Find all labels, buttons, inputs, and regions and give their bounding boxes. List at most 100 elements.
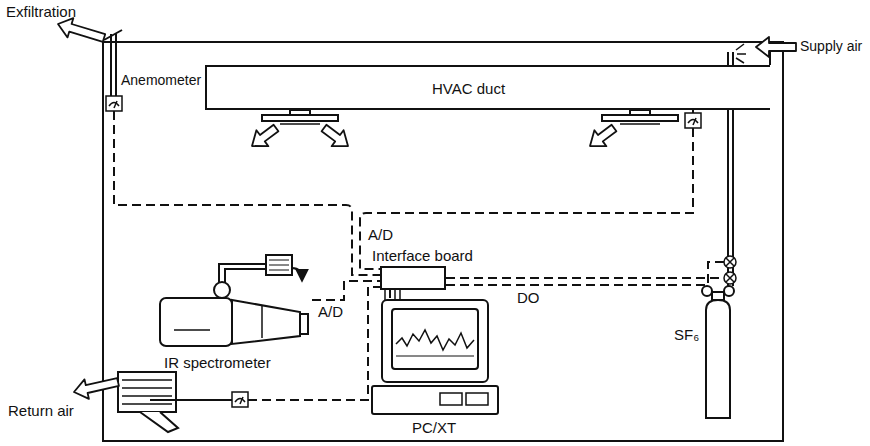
- ir-spectrometer: [214, 282, 230, 298]
- pc-computer: [372, 386, 498, 414]
- return-grille: [122, 395, 172, 397]
- diffuser: [620, 123, 660, 125]
- gas-cylinder: [724, 286, 734, 296]
- signal-label: A/D: [368, 226, 393, 243]
- airflow-arrow: [58, 18, 796, 399]
- anemometer-gauge: [109, 103, 119, 107]
- pc-computer: [382, 300, 488, 382]
- diffuser: [280, 123, 320, 125]
- ir-spectrometer: [261, 306, 263, 338]
- anemometer-probe: [104, 30, 122, 40]
- pc-computer: [396, 356, 474, 357]
- airflow-arrow: [58, 18, 105, 42]
- ir-spectrometer: [160, 298, 232, 346]
- board-box: [380, 266, 446, 290]
- signal-wire: [312, 281, 380, 300]
- anemometer-gauge: [232, 392, 248, 407]
- control-wire: [446, 284, 668, 286]
- flow-label: Exfiltration: [6, 3, 76, 20]
- airflow-arrow: [322, 125, 348, 146]
- return-grille: [122, 403, 172, 405]
- ribbon-cable: [385, 290, 400, 300]
- solenoid-valve: [724, 272, 736, 284]
- anemometer-gauge: [240, 397, 243, 404]
- diffuser: [262, 115, 338, 121]
- ribbon-cable: [399, 290, 401, 300]
- ir-spectrometer-unit: IR spectrometer: [150, 250, 312, 374]
- ribbon-cable: [394, 290, 396, 300]
- ir-spectrometer: [160, 255, 308, 346]
- injection-pipe: [736, 44, 746, 63]
- signal-wire: [248, 287, 380, 400]
- return-grille: [122, 387, 172, 389]
- interface-board: Interface board: [372, 247, 484, 292]
- signal-wire: [360, 128, 693, 269]
- return-grille: [118, 372, 176, 412]
- anemometer-gauge: [685, 113, 701, 128]
- airflow-arrow: [74, 378, 119, 399]
- ir-spectrometer: [300, 314, 308, 334]
- anemometer-gauge: [688, 120, 698, 124]
- anemometer-gauge: [114, 101, 117, 108]
- pc-computer: [372, 300, 498, 414]
- return-grille: [118, 372, 178, 432]
- solenoid-valve: [726, 258, 734, 266]
- airflow-arrow: [590, 125, 616, 146]
- anemometer-gauge: [693, 118, 696, 125]
- diffuser: [262, 110, 678, 124]
- gas-cylinder: [712, 292, 724, 300]
- ir-spectrometer: [219, 264, 266, 282]
- pc-computer: [392, 309, 478, 369]
- solenoid-valve: [726, 274, 734, 282]
- pc-computer: [466, 393, 488, 405]
- pc-computer: [396, 330, 474, 350]
- flow-label: Supply air: [800, 38, 862, 55]
- pc-computer: [440, 393, 462, 405]
- sf6-cylinder-unit: SF₆: [668, 248, 740, 423]
- anemometer-gauge: [106, 96, 122, 111]
- flow-label: Return air: [8, 402, 74, 419]
- hvac-duct: HVAC duct: [205, 65, 770, 110]
- solenoid-valve: [724, 256, 736, 268]
- ir-spectrometer: [269, 265, 289, 266]
- airflow-arrow: [756, 37, 796, 57]
- ir-spectrometer: [266, 255, 292, 275]
- ribbon-cable: [384, 290, 386, 300]
- anemometer-probe: [115, 34, 117, 96]
- ir-spectrometer: [174, 329, 210, 331]
- solenoid-valve: [724, 256, 736, 284]
- signal-label: A/D: [316, 303, 345, 320]
- node-label: HVAC duct: [432, 80, 505, 97]
- signal-wire: [668, 277, 724, 279]
- signal-wire: [114, 111, 693, 400]
- signal-wire: [114, 111, 380, 275]
- gas-cylinder: [702, 286, 712, 296]
- ir-spectrometer: [269, 270, 289, 271]
- anemometer-gauge: [232, 392, 248, 407]
- instrument-label: Anemometer: [121, 72, 201, 89]
- anemometer-probe: [104, 30, 122, 96]
- return-grille: [140, 412, 178, 432]
- anemometer-probe: [150, 399, 232, 401]
- ir-spectrometer: [292, 268, 302, 280]
- anemometer-gauge: [106, 96, 122, 111]
- node-label: Interface board: [372, 247, 473, 264]
- return-grille: [122, 379, 172, 381]
- ir-spectrometer: [269, 260, 289, 261]
- gas-cylinder: [706, 300, 730, 418]
- room-outline: [103, 42, 783, 441]
- control-wire: [446, 277, 668, 279]
- signal-wire: [668, 262, 724, 285]
- diffuser: [602, 115, 678, 121]
- node-label: SF₆: [674, 326, 699, 343]
- ribbon-cable: [389, 290, 391, 298]
- gas-cylinder: [702, 286, 734, 418]
- pc-xt-computer: PC/XT: [372, 298, 498, 438]
- signal-label: DO: [515, 289, 542, 306]
- node-label: PC/XT: [412, 419, 456, 436]
- signal-wire: [668, 262, 724, 285]
- anemometer-gauge: [235, 399, 245, 403]
- airflow-arrow: [252, 125, 278, 146]
- anemometer-gauge: [685, 113, 701, 128]
